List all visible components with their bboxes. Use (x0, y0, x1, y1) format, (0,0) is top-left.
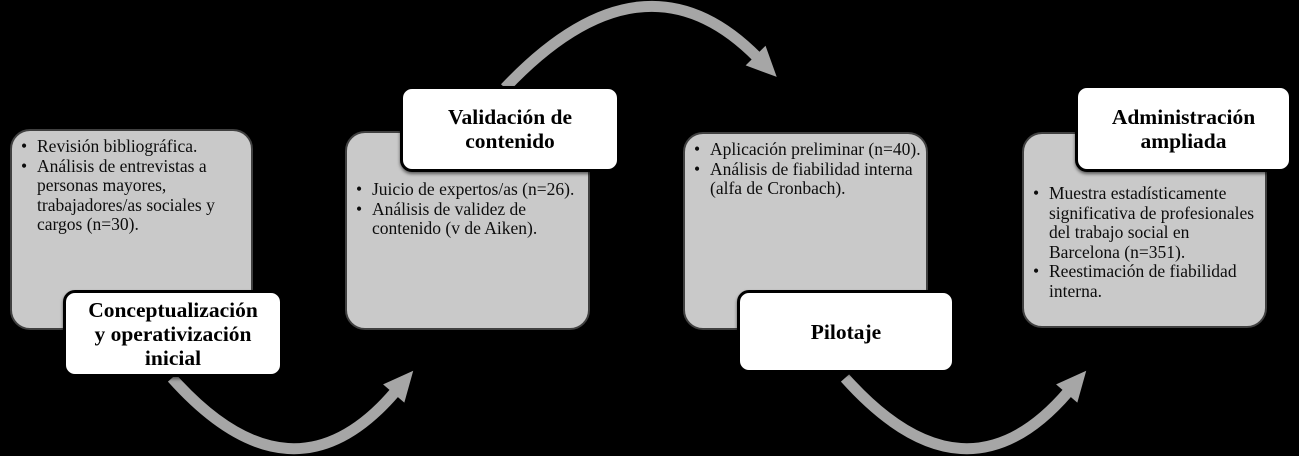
stage-title-line: ampliada (1140, 128, 1227, 153)
bullet-text: trabajadores/as sociales y (37, 194, 215, 215)
stage-title-line: y operativización (94, 321, 252, 346)
stage-3-bullet-list: • Aplicación preliminar (n=40). • Anális… (685, 134, 926, 199)
bullet-text: significativa de profesionales (1049, 202, 1255, 223)
bullet-text: Análisis de validez de (372, 198, 527, 219)
bullet-text: contenido (v de Aiken). (372, 218, 538, 238)
bullet-text: Análisis de fiabilidad interna (710, 158, 913, 179)
bullet-icon: • (356, 179, 363, 199)
bullet-icon: • (1033, 183, 1040, 203)
list-item: • Aplicación preliminar (n=40). (694, 139, 921, 160)
arrow-stage1-to-stage2 (167, 370, 414, 454)
bullet-text: Reestimación de fiabilidad (1049, 261, 1237, 281)
list-item: • Juicio de expertos/as (n=26). (356, 179, 583, 200)
bullet-text: Muestra estadísticamente (1049, 183, 1227, 203)
stage-title-line: Pilotaje (810, 319, 882, 344)
list-item: • Reestimación de fiabilidad interna. (1033, 261, 1260, 301)
stage-4-bullet-list: • Muestra estadísticamente significativa… (1024, 134, 1265, 301)
bullet-icon: • (694, 158, 701, 179)
bullet-icon: • (1033, 261, 1040, 281)
bullet-text: Barcelona (n=351). (1049, 241, 1186, 262)
list-item: • Análisis de validez de contenido (v de… (356, 198, 583, 239)
bullet-text: (alfa de Cronbach). (710, 178, 846, 198)
stage-title-line: Conceptualización (88, 297, 258, 322)
list-item: • Revisión bibliográfica. (21, 136, 246, 157)
bullet-text: Análisis de entrevistas a (37, 155, 207, 176)
bullet-text: del trabajo social en (1049, 222, 1190, 242)
stage-title-line: inicial (144, 345, 202, 370)
bullet-icon: • (21, 136, 28, 156)
stage-title-line: contenido (465, 129, 555, 153)
bullet-text: personas mayores, (37, 175, 167, 195)
bullet-icon: • (21, 155, 28, 176)
list-item: • Muestra estadísticamente significativa… (1033, 183, 1260, 262)
list-item: • Análisis de entrevistas a personas may… (21, 155, 246, 235)
bullet-text: Juicio de expertos/as (n=26). (372, 179, 575, 199)
stage-3-title-box: Pilotaje (737, 290, 955, 373)
stage-title-line: Validación de (447, 105, 573, 129)
bullet-text: interna. (1049, 280, 1102, 301)
arrow-stage2-to-stage3 (501, 0, 777, 92)
bullet-text: Revisión bibliográfica. (37, 136, 198, 156)
stage-1-content-box: • Revisión bibliográfica. • Análisis de … (10, 129, 253, 330)
arrow-stage3-to-stage4 (840, 370, 1087, 454)
stage-1-title-box: Conceptualización y operativización inic… (63, 290, 283, 377)
bullet-icon: • (356, 198, 363, 219)
bullet-text: cargos (n=30). (37, 214, 139, 234)
stage-4-title-box: Administración ampliada (1075, 85, 1292, 172)
bullet-text: Aplicación preliminar (n=40). (710, 139, 921, 159)
list-item: • Análisis de fiabilidad interna (alfa d… (694, 158, 921, 199)
stage-2-title-box: Validación de contenido (400, 86, 620, 172)
stage-1-bullet-list: • Revisión bibliográfica. • Análisis de … (12, 131, 251, 235)
bullet-icon: • (694, 139, 701, 159)
stage-2-bullet-list: • Juicio de expertos/as (n=26). • Anális… (347, 133, 588, 239)
stage-title-line: Administración (1111, 104, 1256, 129)
